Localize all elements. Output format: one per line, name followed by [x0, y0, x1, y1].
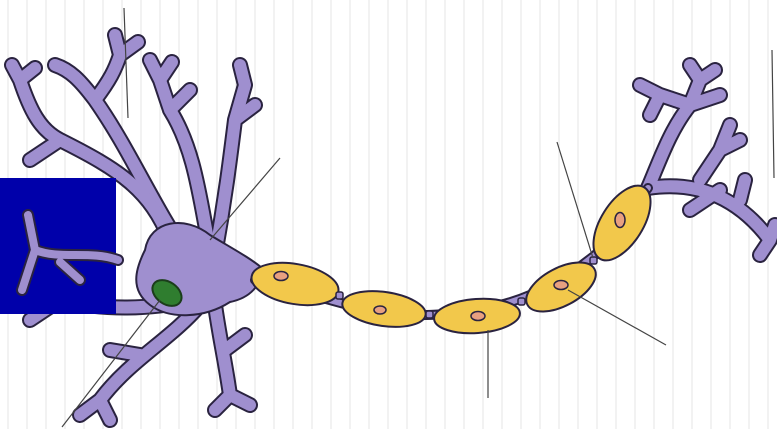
node-of-ranvier: [336, 292, 343, 299]
leader-line-node-of-ranvier: [557, 142, 593, 258]
myelin-segment: [340, 286, 428, 331]
node-of-ranvier: [518, 298, 525, 305]
schwann-cell-nucleus: [471, 312, 485, 321]
dendrites: [12, 35, 775, 420]
cell-body: [136, 223, 262, 315]
schwann-cell-nucleus: [374, 306, 386, 314]
myelin-segment: [433, 296, 521, 336]
node-of-ranvier: [426, 311, 433, 318]
schwann-cell-nucleus: [274, 272, 288, 281]
leader-line-schwann-cell: [568, 290, 666, 345]
schwann-cell-nucleus: [615, 213, 625, 228]
schwann-cell-nucleus: [554, 281, 568, 290]
node-of-ranvier: [590, 257, 597, 264]
myelin-sheath: [248, 176, 662, 336]
leader-line-axon-terminal: [772, 50, 774, 178]
